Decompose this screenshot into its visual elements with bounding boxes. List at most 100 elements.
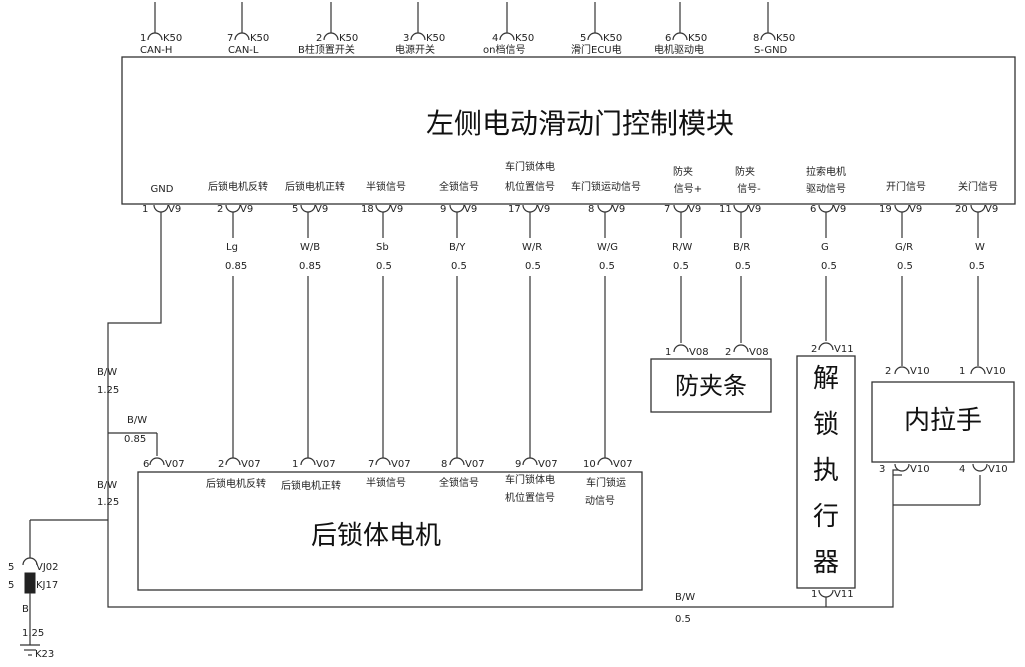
gnd-wire-size: 1.25 [97,385,119,396]
svg-text:W/G: W/G [597,242,618,253]
svg-text:0.85: 0.85 [225,261,247,272]
label-pinch-pos-1: 防夹 [673,165,693,178]
svg-text:5: 5 [580,33,586,44]
pin-lock-position: 17 V9 W/R 0.5 [508,204,550,272]
motor-pin-motion: 10 V07 车门锁运 动信号 [583,457,633,507]
svg-text:CAN-L: CAN-L [228,45,259,56]
svg-text:1: 1 [142,204,148,215]
svg-text:8: 8 [753,33,759,44]
svg-text:7: 7 [227,33,233,44]
svg-text:0.85: 0.85 [299,261,321,272]
svg-text:Lg: Lg [226,242,238,253]
svg-text:V07: V07 [316,459,336,470]
svg-text:3: 3 [879,464,885,475]
top-pin-can-h: 1 K50 CAN-H [140,2,182,56]
rear-lock-motor-box [137,471,643,591]
svg-text:4: 4 [959,464,965,475]
svg-text:K50: K50 [776,33,795,44]
svg-text:0.5: 0.5 [599,261,615,272]
top-pin-motor-drive: 6 K50 电机驱动电 [654,2,707,56]
svg-text:K50: K50 [603,33,622,44]
svg-text:2: 2 [885,366,891,377]
actuator-pin-top: 2 V11 [811,342,854,355]
splice-wire-color: B/W [97,480,117,491]
handle-pin-1: 1 V10 [959,366,1006,377]
control-module-box [121,56,1016,205]
motor-pin-full-lock: 8 V07 全锁信号 [439,457,485,489]
pin-rear-lock-forward: 5 V9 W/B 0.85 [292,204,328,272]
svg-text:0.5: 0.5 [673,261,689,272]
label-pinch-neg-2: 信号- [737,183,761,195]
gnd-wire-color: B/W [97,367,117,378]
svg-text:0.5: 0.5 [969,261,985,272]
pin-open-signal: 19 V9 G/R 0.5 [879,204,922,272]
svg-text:K50: K50 [688,33,707,44]
pin-pinch-pos: 7 V9 R/W 0.5 [664,204,701,272]
label-cable-motor-1: 拉索电机 [806,165,846,178]
motor-pin-forward: 1 V07 后锁电机正转 [281,457,341,492]
svg-text:0.5: 0.5 [821,261,837,272]
svg-text:6: 6 [143,459,149,470]
svg-text:W/R: W/R [522,242,542,253]
svg-text:11: 11 [719,204,732,215]
svg-text:6: 6 [810,204,816,215]
svg-text:10: 10 [583,459,596,470]
top-pin-power-switch: 3 K50 电源开关 [395,2,445,56]
svg-text:K50: K50 [163,33,182,44]
actuator-gnd-wire-size: 0.5 [675,614,691,625]
svg-text:V10: V10 [988,464,1008,475]
svg-text:G: G [821,242,829,253]
svg-text:1: 1 [959,366,965,377]
svg-text:8: 8 [588,204,594,215]
svg-text:V9: V9 [748,204,761,215]
svg-text:S-GND: S-GND [754,45,788,56]
svg-text:R/W: R/W [672,242,692,253]
svg-text:V10: V10 [910,464,930,475]
svg-text:机位置信号: 机位置信号 [505,491,555,504]
pin-full-lock: 9 V9 B/Y 0.5 [440,204,477,272]
svg-text:V9: V9 [688,204,701,215]
inner-handle-box [871,381,1015,463]
pinch-strip-box [650,358,772,413]
svg-text:车门锁运: 车门锁运 [586,476,626,489]
top-pin-can-l: 7 K50 CAN-L [227,2,269,56]
svg-text:全锁信号: 全锁信号 [439,476,479,489]
svg-text:K50: K50 [426,33,445,44]
svg-text:7: 7 [368,459,374,470]
svg-text:V07: V07 [465,459,485,470]
top-connector-pins: 1 K50 CAN-H 7 K50 CAN-L 2 K50 B柱顶置开关 3 K… [140,2,795,56]
svg-text:5: 5 [8,562,14,573]
label-full-lock: 全锁信号 [439,180,479,193]
pinch-pin-1: 1 V08 [665,344,709,358]
svg-text:滑门ECU电: 滑门ECU电 [571,43,622,56]
rear-lock-motor: 后锁体电机 6 V07 2 V07 后锁电机反转 1 V07 后锁电机正转 7 … [137,457,643,591]
svg-text:锁: 锁 [813,410,839,440]
svg-text:V07: V07 [613,459,633,470]
motor-pin-half-lock: 7 V07 半锁信号 [366,457,411,489]
label-gnd: GND [151,184,174,195]
svg-text:9: 9 [440,204,446,215]
label-rear-lock-forward: 后锁电机正转 [285,180,345,193]
svg-text:V9: V9 [390,204,403,215]
svg-text:on档信号: on档信号 [483,43,525,56]
svg-text:电机驱动电: 电机驱动电 [654,43,704,56]
pinch-pin-2: 2 V08 [725,344,769,358]
svg-text:V9: V9 [909,204,922,215]
svg-text:V07: V07 [241,459,261,470]
svg-text:V11: V11 [834,344,854,355]
pin-rear-lock-reverse: 2 V9 Lg 0.85 [217,204,253,272]
svg-text:2: 2 [218,459,224,470]
actuator-gnd-wire-color: B/W [675,592,695,603]
svg-text:K50: K50 [515,33,534,44]
svg-text:VJ02: VJ02 [36,562,59,573]
pin-half-lock: 18 V9 Sb 0.5 [361,204,403,272]
svg-text:1.25: 1.25 [22,628,44,639]
svg-text:20: 20 [955,204,968,215]
svg-text:V07: V07 [538,459,558,470]
handle-pin-4: 4 V10 [959,463,1008,475]
svg-text:5: 5 [292,204,298,215]
svg-text:电源开关: 电源开关 [395,43,435,56]
svg-text:V07: V07 [165,459,185,470]
pinch-strip-title: 防夹条 [675,372,747,400]
